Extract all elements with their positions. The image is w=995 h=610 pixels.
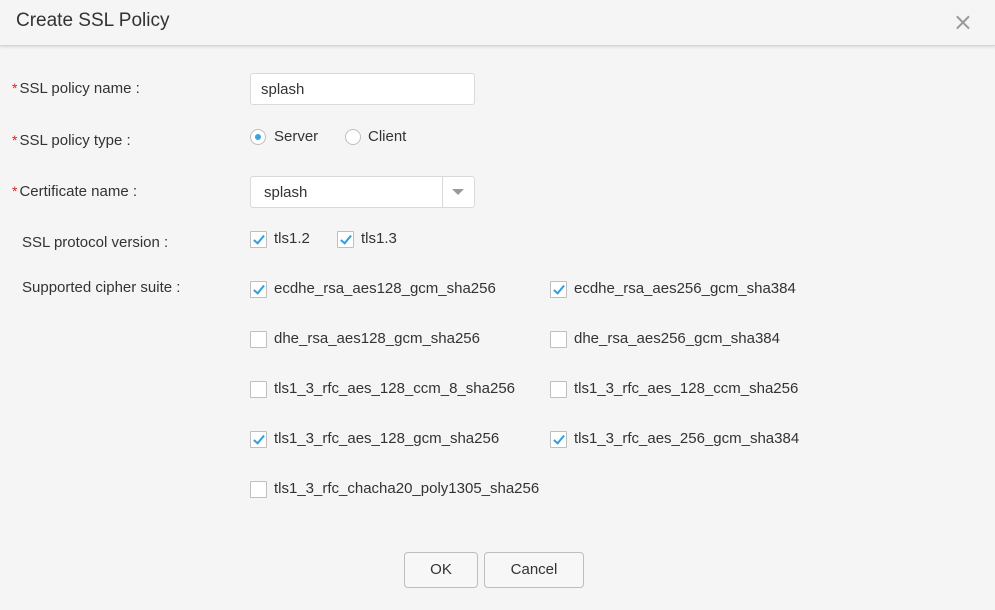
- select-divider: [442, 177, 443, 207]
- cipher-checkbox[interactable]: [550, 281, 567, 298]
- cipher-label[interactable]: dhe_rsa_aes128_gcm_sha256: [274, 330, 480, 347]
- cipher-label[interactable]: tls1_3_rfc_aes_256_gcm_sha384: [574, 430, 800, 447]
- cipher-label[interactable]: tls1_3_rfc_aes_128_ccm_sha256: [574, 380, 799, 397]
- required-mark: *: [12, 132, 18, 148]
- cipher-checkbox[interactable]: [250, 381, 267, 398]
- dialog-title: Create SSL Policy: [16, 10, 170, 31]
- radio-client[interactable]: [345, 129, 361, 145]
- checkbox-tls12[interactable]: [250, 231, 267, 248]
- radio-client-label[interactable]: Client: [368, 128, 407, 145]
- certificate-name-label: *Certificate name :: [12, 183, 137, 200]
- radio-server[interactable]: [250, 129, 266, 145]
- cipher-checkbox[interactable]: [250, 431, 267, 448]
- policy-name-input[interactable]: [250, 73, 475, 105]
- policy-name-label-text: SSL policy name :: [19, 80, 140, 97]
- protocol-version-label: SSL protocol version :: [22, 234, 169, 251]
- certificate-select-value: splash: [264, 184, 308, 201]
- cipher-label[interactable]: ecdhe_rsa_aes128_gcm_sha256: [274, 280, 496, 297]
- certificate-name-label-text: Certificate name :: [19, 183, 137, 200]
- cipher-checkbox[interactable]: [250, 481, 267, 498]
- cipher-label[interactable]: dhe_rsa_aes256_gcm_sha384: [574, 330, 780, 347]
- cipher-checkbox[interactable]: [550, 431, 567, 448]
- cipher-label[interactable]: tls1_3_rfc_chacha20_poly1305_sha256: [274, 480, 540, 497]
- cipher-label[interactable]: tls1_3_rfc_aes_128_ccm_8_sha256: [274, 380, 516, 397]
- checkbox-tls12-label[interactable]: tls1.2: [274, 230, 310, 247]
- certificate-select[interactable]: splash: [250, 176, 475, 208]
- required-mark: *: [12, 183, 18, 199]
- cipher-checkbox[interactable]: [250, 281, 267, 298]
- required-mark: *: [12, 80, 18, 96]
- cipher-label[interactable]: ecdhe_rsa_aes256_gcm_sha384: [574, 280, 796, 297]
- close-icon[interactable]: ×: [952, 8, 973, 36]
- radio-server-label[interactable]: Server: [274, 128, 319, 145]
- cipher-suite-label: Supported cipher suite :: [22, 279, 181, 296]
- policy-type-label: *SSL policy type :: [12, 132, 131, 149]
- chevron-down-icon[interactable]: [452, 189, 464, 195]
- checkbox-tls13[interactable]: [337, 231, 354, 248]
- ok-button[interactable]: OK: [404, 552, 478, 588]
- policy-type-label-text: SSL policy type :: [19, 132, 131, 149]
- cipher-checkbox[interactable]: [550, 331, 567, 348]
- policy-name-label: *SSL policy name :: [12, 80, 140, 97]
- cipher-checkbox[interactable]: [250, 331, 267, 348]
- dialog-header: Create SSL Policy ×: [0, 0, 995, 46]
- cipher-checkbox[interactable]: [550, 381, 567, 398]
- checkbox-tls13-label[interactable]: tls1.3: [361, 230, 397, 247]
- cipher-label[interactable]: tls1_3_rfc_aes_128_gcm_sha256: [274, 430, 500, 447]
- cancel-button[interactable]: Cancel: [484, 552, 584, 588]
